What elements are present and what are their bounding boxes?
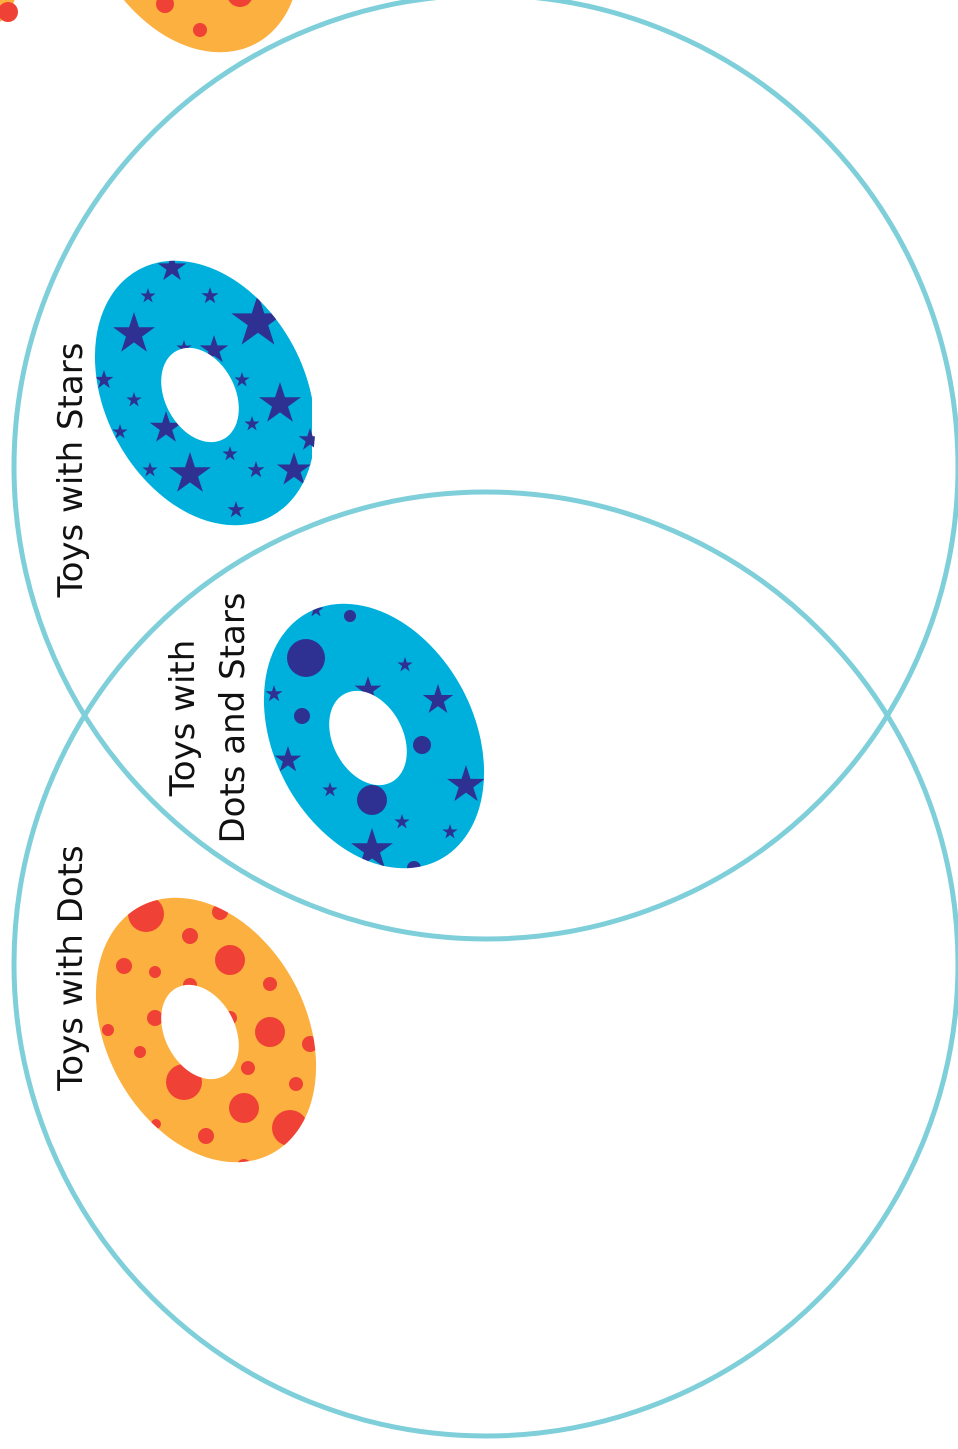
intersection-label-line1: Toys with <box>163 640 203 798</box>
dots-set-label: Toys with Dots <box>51 845 91 1091</box>
stars-set-label: Toys with Stars <box>51 343 91 599</box>
ring-toy-with-dots-icon <box>0 0 20 30</box>
ring-toy-with-dots-icon <box>60 0 340 100</box>
intersection-label-line2: Dots and Stars <box>213 592 253 843</box>
ring-toy-with-dots-and-stars-icon <box>250 580 490 890</box>
ring-toy-with-stars-icon <box>80 240 321 540</box>
ring-toy-with-dots-icon <box>84 880 328 1180</box>
